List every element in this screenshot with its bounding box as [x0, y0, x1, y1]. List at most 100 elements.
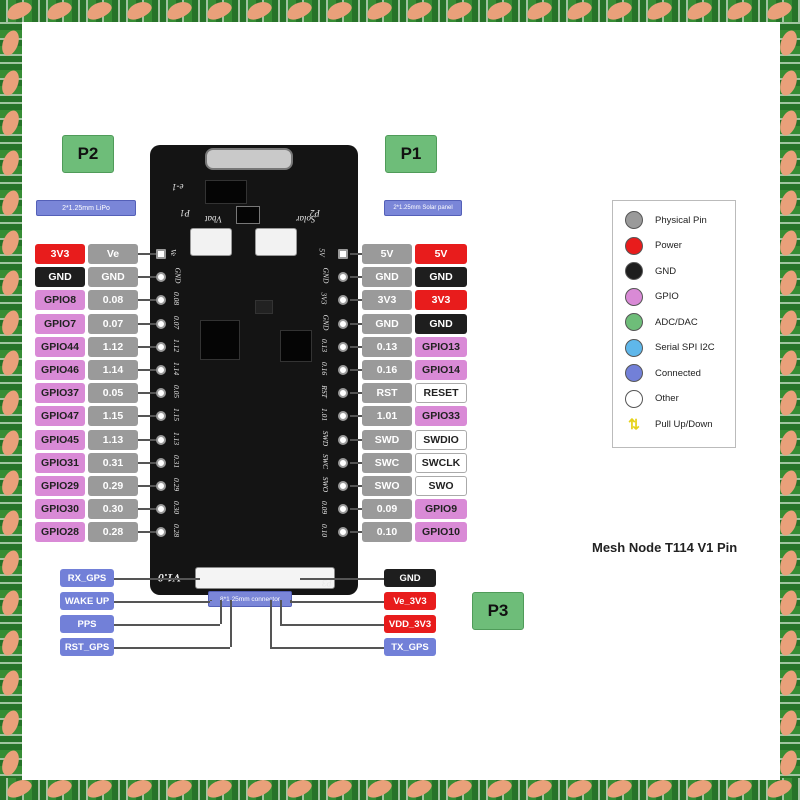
- right-header-pin: [338, 457, 348, 468]
- legend-label: Other: [655, 393, 679, 404]
- ic-chip: [205, 180, 247, 204]
- left-physical-pin-label: 0.08: [88, 290, 138, 311]
- leaf-tile: [0, 262, 22, 302]
- right-physical-pin-label: 5V: [362, 244, 412, 264]
- p3-leader-line: [270, 647, 384, 649]
- leaf-tile: [778, 502, 800, 542]
- left-function-label: GPIO29: [35, 476, 85, 496]
- left-pin-silk: 1.13: [172, 431, 182, 445]
- leaf-tile: [778, 422, 800, 462]
- pin-leader-line: [350, 508, 362, 511]
- leaf-tile: [640, 778, 680, 800]
- pin-leader-line: [138, 322, 156, 325]
- leaf-tile: [360, 778, 400, 800]
- ic-chip: [236, 206, 260, 224]
- left-physical-pin-label: 0.07: [88, 313, 138, 334]
- leaf-tile: [778, 702, 800, 742]
- pin-leader-line: [350, 461, 362, 464]
- leaf-tile: [240, 778, 280, 800]
- leaf-tile: [0, 662, 22, 702]
- right-function-label: GPIO9: [415, 499, 467, 520]
- leaf-tile: [120, 778, 160, 800]
- left-function-label: GND: [35, 267, 85, 288]
- leaf-tile: [200, 0, 240, 22]
- legend-swatch: [625, 287, 643, 306]
- pin-leader-line: [350, 369, 362, 371]
- left-function-label: GPIO28: [35, 522, 85, 543]
- left-pin-silk: Ve: [169, 248, 179, 257]
- right-function-label: GND: [415, 313, 467, 334]
- ic-chip: [200, 320, 240, 360]
- p3-right-label: TX_GPS: [384, 638, 436, 656]
- left-pin-silk: 1.15: [172, 408, 182, 422]
- legend-label: Pull Up/Down: [655, 418, 713, 430]
- legend-label: GND: [655, 265, 677, 277]
- right-header-pin: [338, 365, 348, 375]
- right-header-pin: [338, 249, 348, 259]
- legend-swatch: [625, 338, 643, 357]
- p3-left-label: WAKE UP: [60, 592, 114, 610]
- pin-leader-line: [138, 299, 156, 302]
- pin-leader-line: [138, 276, 156, 279]
- leaf-tile: [0, 182, 22, 222]
- solar-connector-label: 2*1.25mm Solar panel: [384, 200, 462, 216]
- p3-leader-line: [230, 600, 232, 647]
- leaf-tile: [200, 778, 240, 800]
- leaf-tile: [560, 778, 600, 800]
- diagram-title: Mesh Node T114 V1 Pin: [592, 540, 738, 555]
- p3-left-label: PPS: [60, 615, 114, 633]
- legend-swatch: [625, 262, 643, 280]
- legend-item: Power: [625, 236, 682, 255]
- leaf-tile: [0, 302, 22, 342]
- leaf-tile: [320, 778, 360, 800]
- pin-leader-line: [350, 392, 362, 395]
- leaf-tile: [0, 342, 22, 382]
- right-header-pin: [338, 527, 348, 538]
- leaf-tile: [520, 0, 560, 22]
- left-function-label: GPIO8: [35, 290, 85, 311]
- pin-leader-line: [138, 438, 156, 441]
- right-pin-silk: RST: [319, 385, 329, 398]
- right-pin-silk: 0.16: [320, 361, 330, 376]
- left-physical-pin-label: 1.15: [88, 406, 138, 427]
- leaf-tile: [0, 142, 22, 182]
- legend-item: Other: [625, 389, 679, 408]
- right-header-pin: [338, 272, 348, 283]
- legend-item: ⇅Pull Up/Down: [625, 415, 713, 433]
- pin-leader-line: [138, 415, 156, 418]
- left-physical-pin-label: 0.30: [88, 499, 138, 520]
- leaf-tile: [0, 382, 22, 422]
- p2-badge: P2: [62, 135, 114, 173]
- left-pin-silk: 0.28: [172, 524, 182, 538]
- left-function-label: 3V3: [35, 244, 85, 264]
- left-physical-pin-label: 0.28: [88, 522, 138, 543]
- silk-e1: e-1: [172, 182, 184, 192]
- left-function-label: GPIO47: [35, 406, 85, 427]
- silk-p3: P3: [322, 578, 332, 588]
- left-header-pin: [156, 365, 166, 375]
- right-function-label: RESET: [415, 383, 467, 404]
- leaf-tile: [80, 778, 120, 800]
- left-physical-pin-label: Ve: [88, 244, 138, 264]
- legend-label: Physical Pin: [655, 214, 707, 226]
- leaf-tile: [280, 0, 320, 22]
- left-physical-pin-label: 0.05: [88, 383, 138, 404]
- solar-jst-connector: [255, 228, 297, 256]
- right-function-label: GND: [415, 267, 467, 288]
- left-header-pin: [156, 527, 166, 538]
- right-pin-silk: 1.01: [320, 408, 330, 422]
- legend-label: Serial SPI I2C: [655, 342, 715, 353]
- left-header-pin: [156, 457, 166, 468]
- p3-leader-line: [220, 600, 222, 624]
- legend-item: ADC/DAC: [625, 313, 698, 331]
- leaf-tile: [0, 778, 40, 800]
- legend-item: Serial SPI I2C: [625, 338, 715, 357]
- right-header-pin: [338, 411, 348, 422]
- right-physical-pin-label: SWD: [362, 429, 412, 450]
- legend-swatch: [625, 236, 643, 255]
- left-header-pin: [156, 481, 166, 491]
- left-physical-pin-label: 1.14: [88, 360, 138, 380]
- leaf-tile: [0, 62, 22, 102]
- right-pin-silk: 3V3: [319, 292, 329, 305]
- leaf-tile: [0, 422, 22, 462]
